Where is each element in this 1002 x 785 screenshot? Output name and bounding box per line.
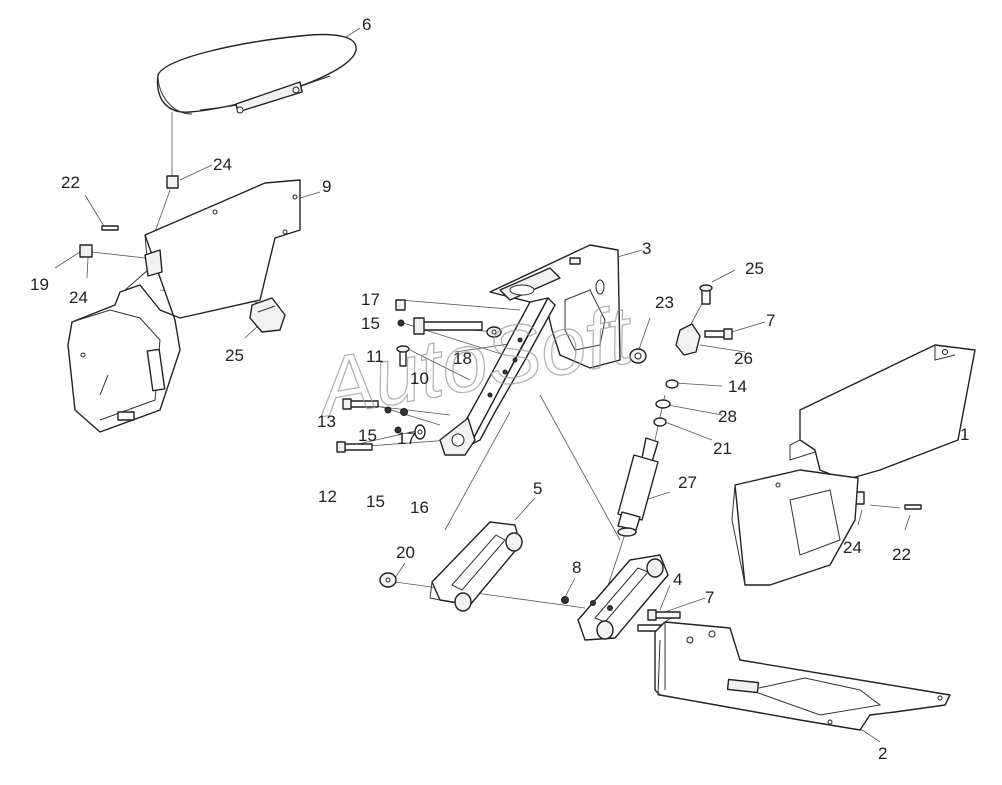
callout-label: 21 <box>713 439 732 458</box>
panel-fastener <box>249 297 286 333</box>
right-small-parts <box>653 284 733 427</box>
right-cover <box>731 344 976 586</box>
callout-label: 23 <box>655 293 674 312</box>
callout-label: 7 <box>705 588 714 607</box>
callout-labels: 6 24 22 9 19 24 25 3 25 17 15 23 7 11 10… <box>30 15 969 763</box>
gas-spring <box>617 437 659 537</box>
callout-label: 12 <box>318 487 337 506</box>
callout-label: 27 <box>678 473 697 492</box>
callout-label: 16 <box>410 498 429 517</box>
long-bolt <box>413 317 502 338</box>
callout-label: 24 <box>843 538 862 557</box>
callout-label: 15 <box>358 426 377 445</box>
callout-label: 28 <box>718 407 737 426</box>
screw <box>101 225 922 510</box>
small-fasteners <box>336 299 426 453</box>
nut <box>629 348 647 364</box>
small-nut <box>561 596 569 604</box>
callout-label: 18 <box>453 349 472 368</box>
callout-label: 15 <box>366 492 385 511</box>
callout-label: 10 <box>410 369 429 388</box>
callout-label: 11 <box>366 347 384 366</box>
callout-label: 25 <box>745 259 764 278</box>
armrest-cushion <box>156 33 357 115</box>
slotted-bracket <box>429 521 523 612</box>
hinge-bracket <box>577 554 669 641</box>
callout-label: 24 <box>213 155 232 174</box>
base-plate <box>654 621 951 731</box>
hex-bolt <box>379 572 397 588</box>
callout-label: 19 <box>30 275 49 294</box>
left-side-panel <box>67 179 301 433</box>
callout-label: 2 <box>878 744 887 763</box>
callout-label: 1 <box>960 425 969 444</box>
callout-label: 22 <box>892 545 911 564</box>
callout-label: 4 <box>673 570 682 589</box>
callout-label: 25 <box>225 346 244 365</box>
callout-label: 20 <box>396 543 415 562</box>
callout-label: 17 <box>361 290 380 309</box>
callout-label: 14 <box>728 377 747 396</box>
callout-label: 9 <box>322 177 331 196</box>
callout-label: 3 <box>642 239 651 258</box>
callout-label: 6 <box>362 15 371 34</box>
callout-label: 22 <box>61 173 80 192</box>
callout-label: 7 <box>766 311 775 330</box>
callout-label: 15 <box>361 314 380 333</box>
callout-label: 17 <box>397 429 416 448</box>
callout-label: 13 <box>317 412 336 431</box>
callout-label: 5 <box>533 479 542 498</box>
central-bracket <box>439 244 621 456</box>
callout-label: 24 <box>69 288 88 307</box>
callout-label: 26 <box>734 349 753 368</box>
callout-label: 8 <box>572 558 581 577</box>
